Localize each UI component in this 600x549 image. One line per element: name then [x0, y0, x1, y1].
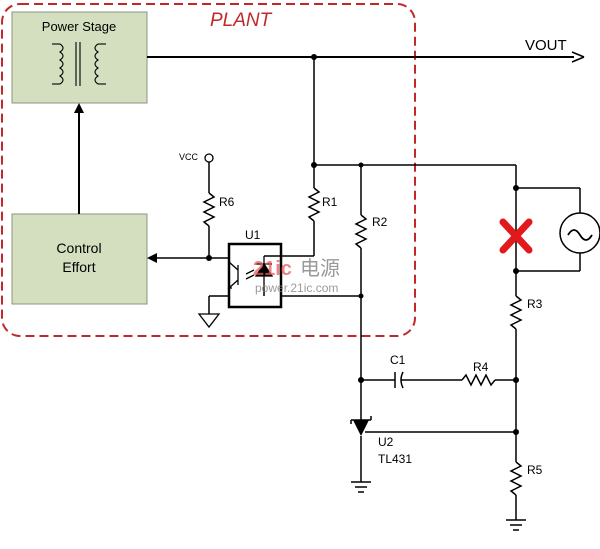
- r5-ground-icon: [506, 519, 526, 531]
- transformer-icon: [52, 42, 106, 86]
- r4-resistor: [461, 373, 496, 387]
- r4-label: R4: [473, 360, 489, 374]
- r3-label: R3: [527, 297, 543, 311]
- r5-resistor: [509, 461, 523, 496]
- r1-label: R1: [322, 195, 338, 209]
- break-x-icon: [499, 218, 533, 254]
- r6-resistor: [202, 192, 216, 227]
- tl431-cathode-bar: [350, 416, 372, 424]
- u2-label: U2: [378, 435, 394, 449]
- plant-label: PLANT: [210, 10, 273, 31]
- r2-label: R2: [372, 215, 388, 229]
- ac-source-icon: [559, 212, 600, 254]
- vcc-terminal: [204, 153, 214, 163]
- tl431-icon: [353, 420, 369, 436]
- control-effort-label-2: Effort: [62, 259, 95, 275]
- u2-part-label: TL431: [378, 452, 412, 466]
- u1-ground-icon: [197, 313, 221, 329]
- c1-label: C1: [390, 353, 406, 367]
- r2-resistor: [354, 214, 368, 249]
- vout-arrow-head: [571, 51, 585, 63]
- tl431-ground-icon: [351, 481, 371, 493]
- control-effort-label-1: Control: [56, 240, 101, 256]
- power-stage-label: Power Stage: [42, 19, 116, 34]
- r6-junction: [206, 255, 212, 261]
- phototransistor-icon: [227, 258, 239, 296]
- opto-output-arrow: [147, 253, 157, 263]
- led-icon: [245, 256, 274, 290]
- feedback-arrow-head: [74, 103, 84, 113]
- r3-resistor: [509, 295, 523, 330]
- u1-label: U1: [245, 228, 261, 242]
- plant-boundary: [1, 3, 416, 337]
- watermark-url: power.21ic.com: [255, 281, 338, 295]
- watermark-cn: 电源: [300, 257, 340, 280]
- r5-label: R5: [527, 463, 543, 477]
- vcc-label: VCC: [179, 152, 199, 162]
- watermark-brand: 21ic: [253, 258, 292, 280]
- vout-label: VOUT: [525, 37, 567, 54]
- r6-label: R6: [219, 195, 235, 209]
- ac-sine-icon: [567, 229, 593, 241]
- power-stage-block: [11, 11, 148, 104]
- r1-resistor: [307, 187, 321, 222]
